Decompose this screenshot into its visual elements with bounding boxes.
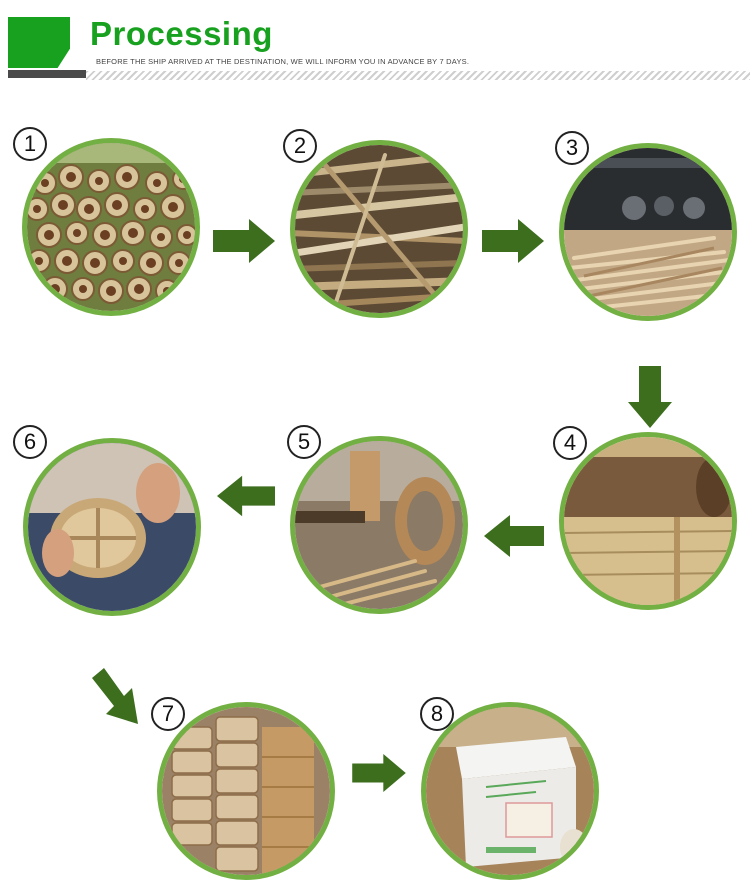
header-divider: [8, 70, 86, 78]
steamer-hand-assembly-photo: [23, 438, 201, 616]
arrow-left-icon: [484, 515, 544, 557]
arrow-right-icon: [482, 219, 544, 263]
section-header: Processing BEFORE THE SHIP ARRIVED AT TH…: [0, 0, 750, 90]
step-number-badge: 7: [151, 697, 185, 731]
header-stripe-divider: [86, 71, 750, 80]
bamboo-logs-photo: [22, 138, 200, 316]
step-number-badge: 8: [420, 697, 454, 731]
arrow-down-right-icon: [92, 668, 138, 724]
slicing-machine-photo: [559, 143, 737, 321]
step-number-badge: 1: [13, 127, 47, 161]
bamboo-sheet-rolling-photo: [559, 432, 737, 610]
step-number-badge: 4: [553, 426, 587, 460]
arrow-left-icon: [217, 475, 275, 517]
arrow-down-icon: [628, 366, 672, 428]
page-subtitle: BEFORE THE SHIP ARRIVED AT THE DESTINATI…: [96, 57, 470, 66]
arrow-right-icon: [213, 219, 275, 263]
step-number-badge: 6: [13, 425, 47, 459]
header-flag-icon: [8, 17, 70, 68]
page-title: Processing: [90, 15, 273, 52]
step-number-badge: 2: [283, 129, 317, 163]
carton-packing-photo: [421, 702, 599, 880]
split-bamboo-photo: [290, 140, 468, 318]
steamer-ring-forming-photo: [290, 436, 468, 614]
arrow-right-icon: [349, 754, 409, 792]
stacked-steamers-photo: [157, 702, 335, 880]
step-number-badge: 5: [287, 425, 321, 459]
step-number-badge: 3: [555, 131, 589, 165]
